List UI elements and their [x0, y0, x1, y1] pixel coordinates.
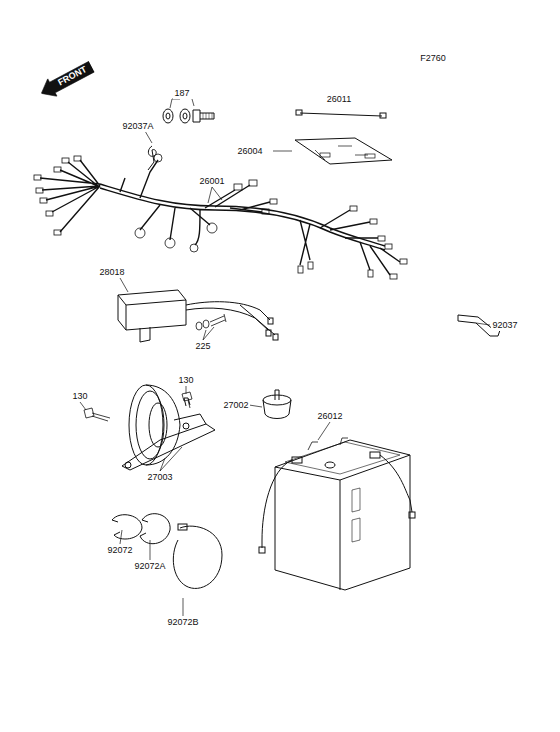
cap [263, 390, 291, 419]
arrow-shape [36, 58, 96, 102]
screw-set [196, 314, 226, 330]
wiring-harness [40, 160, 400, 275]
callout-number: 92072 [106, 545, 133, 556]
callout-number: 92072B [166, 617, 199, 628]
harness-connectors [34, 154, 407, 279]
callout-number: 26004 [236, 146, 263, 157]
front-arrow: FRONT [36, 58, 96, 102]
callout-number: 92037A [121, 121, 154, 132]
regulator [118, 290, 278, 342]
leader-lines [80, 99, 490, 616]
bolts [84, 392, 192, 421]
callout-number: 130 [71, 391, 88, 402]
callout-number: 92037 [491, 320, 518, 331]
terminal [296, 110, 302, 115]
callout-number: 26011 [326, 94, 352, 105]
bolt-set [163, 109, 214, 123]
callout-number: 225 [194, 341, 211, 352]
lead-wire [300, 113, 382, 116]
clip [148, 146, 156, 170]
callout-number: 130 [177, 375, 194, 386]
battery [259, 438, 415, 590]
horn [122, 385, 215, 470]
figure-number: F2760 [419, 53, 447, 64]
callout-number: 26012 [316, 411, 343, 422]
callout-number: 92072A [133, 561, 166, 572]
callout-number: 27002 [222, 400, 249, 411]
fuse-holder [295, 138, 392, 164]
callout-number: 27003 [146, 472, 173, 483]
callout-number: 28018 [98, 267, 125, 278]
terminal [380, 113, 386, 118]
callout-number: 26001 [198, 176, 225, 187]
callout-number: 187 [173, 88, 190, 99]
